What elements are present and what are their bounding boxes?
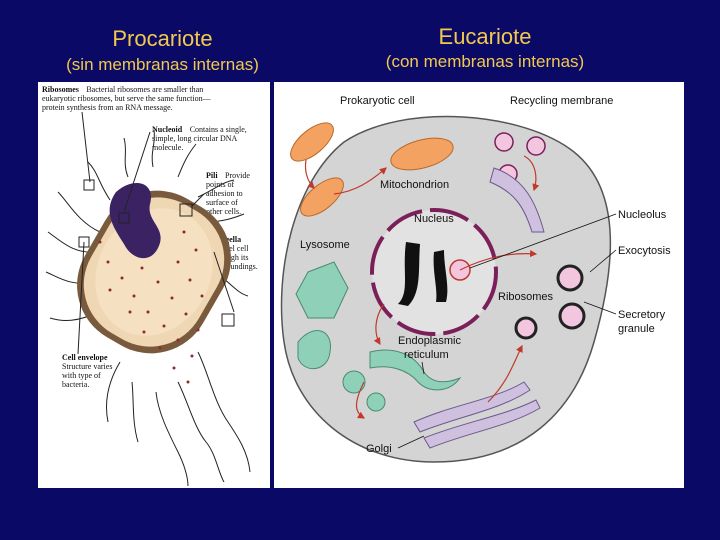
secretory-granules [514, 264, 586, 340]
vesicle-green-2 [366, 392, 386, 412]
golgi [413, 381, 541, 449]
recycling-membrane-label: Recycling membrane [510, 95, 613, 107]
leader-lines [77, 111, 235, 355]
flagella-desc-2: through its [214, 253, 248, 262]
ribosomes-desc-2: eukaryotic ribosomes, but serve the same… [42, 94, 212, 103]
golgi-label: Golgi [366, 443, 392, 455]
mitochondrion-label: Mitochondrion [380, 179, 449, 191]
pili-label: Pili Provide [206, 165, 250, 182]
prokaryotic-cell-label: Prokaryotic cell [340, 95, 415, 107]
secretory-granule-label-1: Secretory [618, 309, 666, 321]
nucleoid-desc-3: molecule. [152, 143, 183, 152]
nucleolus-label: Nucleolus [618, 209, 667, 221]
cell-envelope-desc-3: bacteria. [62, 380, 89, 389]
ribosomes-label: Ribosomes Bacterial ribosomes are smalle… [42, 82, 203, 96]
mitochondrion [390, 137, 454, 171]
ribosome-dots [98, 230, 204, 384]
pili-desc-5: other cells. [206, 207, 241, 216]
cell-envelope-desc-1: Structure varies [62, 362, 112, 371]
process-arrows [304, 155, 540, 419]
recycling-membrane [489, 167, 545, 233]
prokaryote-diagram-panel: Ribosomes Bacterial ribosomes are smalle… [38, 82, 270, 488]
prokaryote-diagram: Ribosomes Bacterial ribosomes are smalle… [42, 82, 258, 487]
nucleoid-label: Nucleoid Contains a single, [152, 119, 247, 136]
exocytosis-label: Exocytosis [618, 245, 671, 257]
eukaryote-diagram: Prokaryotic cell Recycling membrane Mito… [280, 95, 671, 463]
lysosome-2 [297, 330, 331, 369]
eukaryote-title: Eucariote [438, 24, 532, 49]
cell-envelope-label: Cell envelope [62, 353, 108, 362]
prokaryotic-cell-1 [290, 122, 334, 162]
pili-desc-3: adhesion to [206, 189, 243, 198]
eukaryote-leader-lines [397, 213, 617, 449]
secretory-granule-label-2: granule [618, 323, 655, 335]
pili-desc-4: surface of [206, 198, 238, 207]
nucleus-label: Nucleus [414, 213, 454, 225]
eukaryote-subtitle: (con membranas internas) [385, 52, 585, 71]
nucleoid-desc-2: simple, long circular DNA [152, 134, 238, 143]
er-label-2: reticulum [404, 349, 449, 361]
cell-envelope-desc-2: with type of [62, 371, 101, 380]
chromatin-2 [433, 250, 448, 302]
pili-desc-2: points of [206, 180, 235, 189]
er-label-1: Endoplasmic [398, 335, 461, 347]
nucleoid [109, 182, 161, 259]
prokaryote-title: Procariote [112, 26, 213, 51]
flagella-desc-1: Propel cell [214, 244, 249, 253]
ribosomes-label-euk: Ribosomes [498, 291, 554, 303]
ribosomes-desc-3: protein synthesis from an RNA message. [42, 103, 173, 112]
flagella-desc-3: surroundings. [214, 262, 258, 271]
lysosome-label: Lysosome [300, 239, 350, 251]
vesicle-green-1 [342, 370, 366, 394]
chromatin-1 [398, 242, 420, 306]
lysosome [295, 261, 349, 319]
nucleus [370, 208, 498, 336]
prokaryote-subtitle: (sin membranas internas) [66, 55, 259, 74]
eukaryote-diagram-panel: Prokaryotic cell Recycling membrane Mito… [274, 82, 684, 488]
endoplasmic-reticulum [369, 349, 462, 391]
